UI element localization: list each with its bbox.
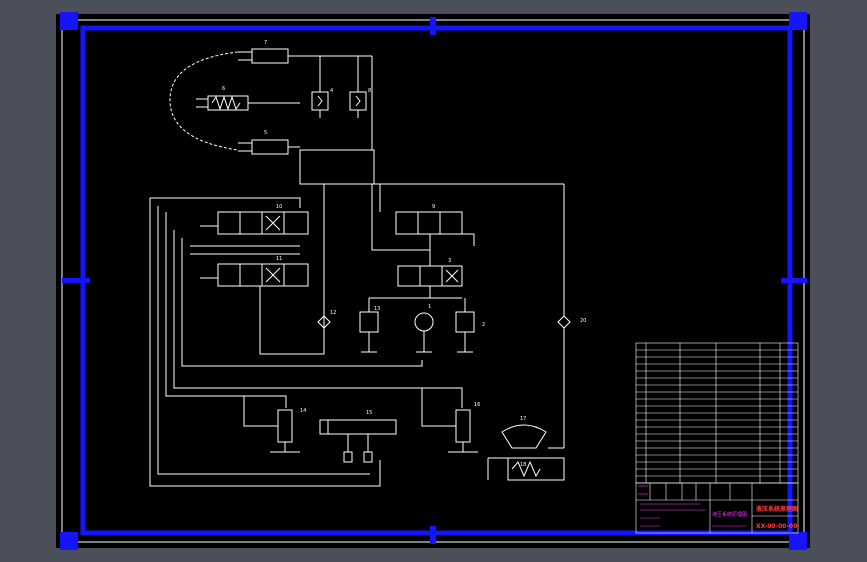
label-cylinder-15: 15 — [366, 410, 372, 416]
label-cylinder-lower: 5 — [264, 130, 267, 136]
label-relief-4: 4 — [330, 88, 333, 94]
pedal-17 — [501, 424, 547, 449]
label-check-20: 20 — [580, 318, 586, 324]
label-relief-2: 2 — [482, 322, 485, 328]
label-accumulator-18: 18 — [520, 462, 526, 468]
label-pedal-17: 17 — [520, 416, 526, 422]
label-cylinder-top: 7 — [264, 40, 267, 46]
label-pump: 1 — [428, 304, 431, 310]
corner-markers — [60, 12, 807, 550]
label-relief-8: 8 — [368, 88, 371, 94]
accumulator-18 — [507, 457, 565, 481]
label-check-12: 12 — [330, 310, 336, 316]
label-cylinder-16: 16 — [474, 402, 480, 408]
title-annotation: 液压系统原理图 — [712, 511, 747, 518]
solenoid-valve-10 — [217, 211, 309, 235]
drawing-title: 液压系统原理图 — [756, 505, 798, 513]
drawing-number: XX-00-00-00 — [756, 523, 797, 530]
parts-list — [635, 342, 799, 484]
cylinder-15 — [319, 419, 397, 435]
component-labels: 7 6 5 4 8 10 11 9 3 12 13 1 2 20 14 15 1… — [222, 40, 586, 468]
label-relief-13: 13 — [374, 306, 380, 312]
valve-9 — [395, 211, 463, 235]
label-cylinder-14: 14 — [300, 408, 306, 414]
label-valve-9: 9 — [432, 204, 435, 210]
solenoid-valve-11 — [217, 263, 309, 287]
hydraulic-schematic — [149, 48, 571, 487]
drawing-background — [56, 14, 810, 548]
label-cylinder-spring: 6 — [222, 86, 225, 92]
label-valve-3: 3 — [448, 258, 451, 264]
check-valve-12 — [317, 315, 331, 329]
check-valve-20 — [557, 315, 571, 329]
title-block: 液压系统原理图 XX-00-00-00 液压系统原理图 — [635, 482, 799, 534]
manifold-block — [299, 149, 375, 185]
label-valve-11: 11 — [276, 256, 282, 262]
label-valve-10: 10 — [276, 204, 282, 210]
